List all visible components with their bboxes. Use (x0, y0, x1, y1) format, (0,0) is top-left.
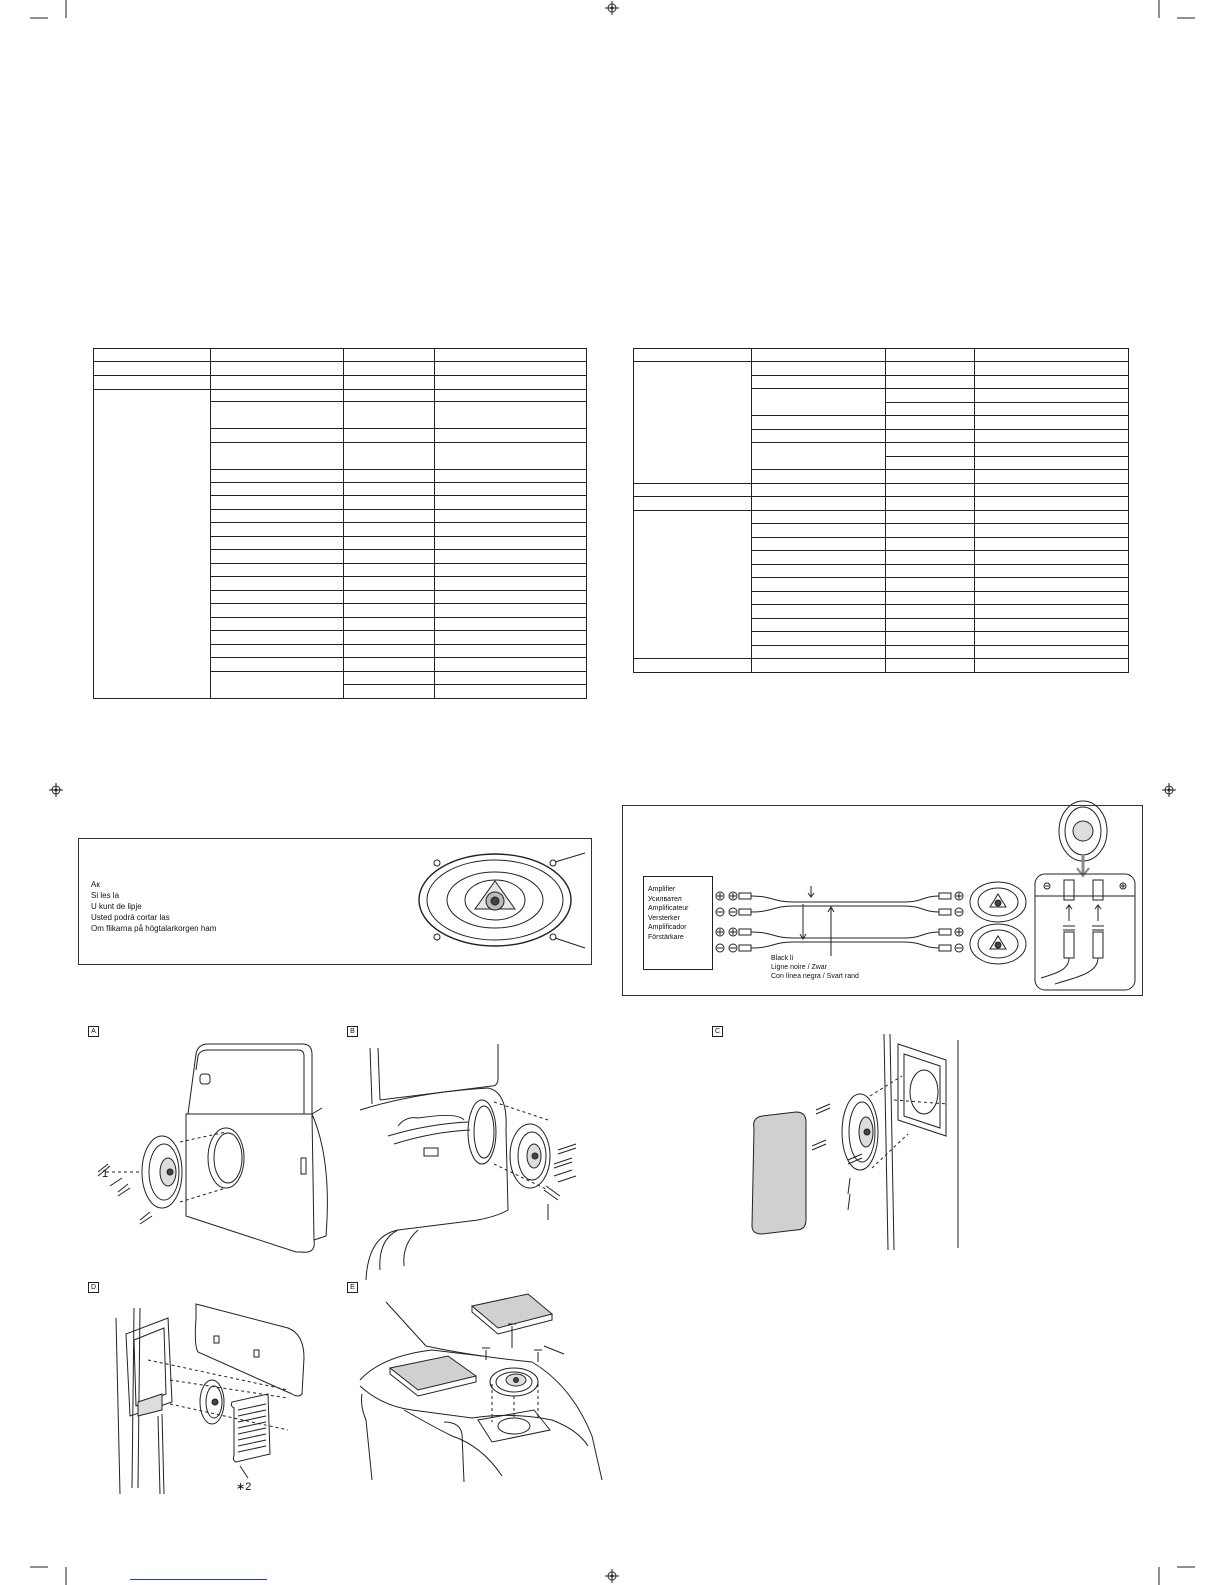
figure-b-label: B (347, 1026, 358, 1037)
amplifier-label: Versterker (648, 914, 680, 922)
amplifier-label: Förstärkare (648, 933, 684, 941)
registration-mark-right-icon (1162, 783, 1176, 797)
black-line-label: Con línea negra / Svart rand (771, 973, 859, 980)
wire-harness-diagram (715, 800, 1136, 991)
black-line-label: Ligne noire / Zwar (771, 964, 828, 971)
wiring-diagram-panel: Amplifier Усилвател Amplificateur Verste… (622, 800, 1143, 996)
notice-line: U kunt de lipje (91, 902, 142, 911)
notice-text-block: Ак Si les la U kunt de lipje Usted podrá… (91, 879, 216, 934)
amplifier-label: Усилвател (648, 895, 682, 903)
notice-line: Om flikarna på högtalarkorgen ham (91, 924, 217, 933)
figure-d-label: D (88, 1282, 99, 1293)
figure-e-label: E (347, 1282, 358, 1293)
figure-a-callout: 1 (102, 1168, 109, 1180)
grille-notice-panel: Ак Si les la U kunt de lipje Usted podrá… (78, 838, 592, 965)
figure-d-callout: ∗2 (236, 1481, 252, 1493)
figure-e-rear-deck-install (359, 1293, 603, 1483)
spec-table-left (93, 348, 587, 699)
figure-a-label: A (88, 1026, 99, 1037)
spec-table-right (633, 348, 1129, 673)
footer-link-underline[interactable] (130, 1579, 267, 1580)
figure-c-pillar-install (751, 1033, 959, 1251)
oval-speaker-front-icon (418, 852, 586, 949)
black-line-label: Black li (771, 955, 794, 962)
black-line-note: Black li Ligne noire / Zwar Con línea ne… (771, 954, 859, 981)
registration-mark-bottom-icon (605, 1569, 619, 1583)
figure-a-door-install (97, 1043, 328, 1253)
amplifier-label: Amplifier (648, 886, 676, 893)
figure-c-label: C (712, 1026, 723, 1037)
amplifier-label: Amplificador (648, 924, 687, 931)
amplifier-label: Amplificateur (648, 905, 689, 912)
figure-b-door-panel-install (359, 1044, 577, 1281)
registration-mark-left-icon (49, 783, 63, 797)
notice-line: Si les la (91, 891, 120, 900)
notice-line: Usted podrá cortar las (91, 913, 170, 922)
notice-line: Ак (91, 880, 100, 889)
amplifier-box: Amplifier Усилвател Amplificateur Verste… (643, 876, 713, 970)
figure-d-trunk-install (115, 1303, 305, 1495)
registration-mark-top-icon (605, 1, 619, 15)
